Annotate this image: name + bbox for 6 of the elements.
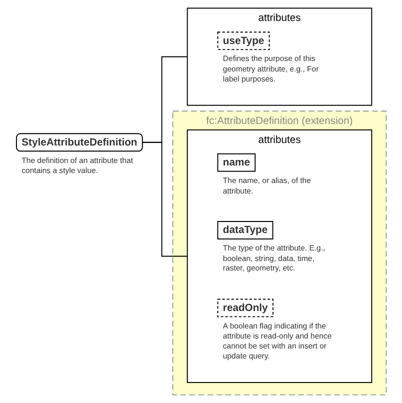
connector — [142, 56, 188, 143]
node-box: name — [218, 153, 256, 172]
node-box: useType — [218, 32, 270, 50]
node-box: dataType — [218, 221, 274, 240]
node-box: readOnly — [218, 298, 274, 318]
node-box: StyleAttributeDefinition — [16, 133, 144, 152]
